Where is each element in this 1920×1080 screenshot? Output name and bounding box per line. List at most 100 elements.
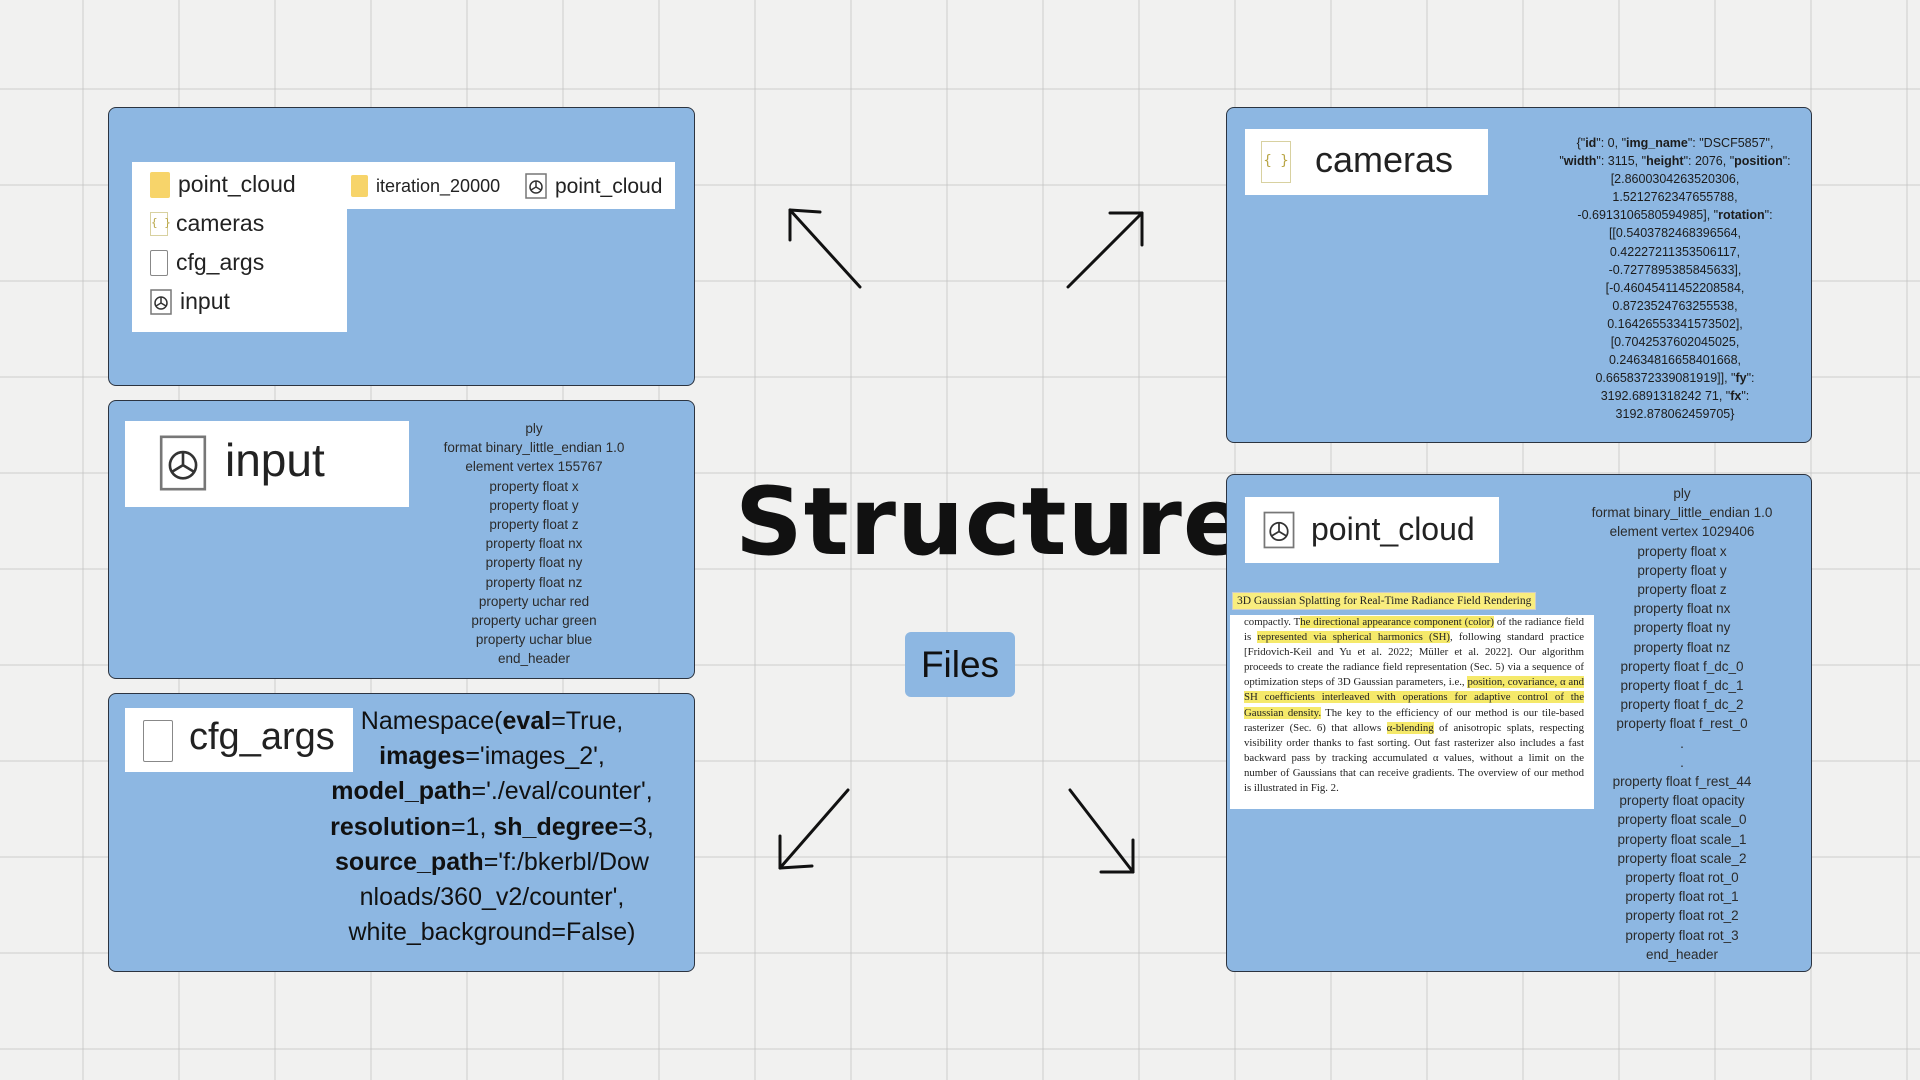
value-text: 0.24634816658401668, — [1608, 353, 1742, 368]
value-text: =True, — [551, 707, 624, 735]
key-text: id — [1585, 136, 1597, 150]
arrow-down-right-icon — [1068, 788, 1135, 874]
key-text: position — [1734, 154, 1783, 169]
json-file-icon: { } — [1261, 141, 1291, 183]
header-line: format binary_little_endian 1.0 — [443, 440, 625, 456]
value-text: 0.42227211353506117, — [1609, 244, 1741, 259]
paper-text: The key to the efficiency of our method … — [1244, 706, 1584, 734]
paper-text: compactly. T — [1244, 616, 1301, 628]
header-line: property float f_rest_0 — [1616, 716, 1748, 732]
header-line: property uchar red — [478, 593, 590, 609]
file-icon — [143, 720, 173, 762]
input-file-badge: input — [125, 421, 409, 507]
folder-icon — [150, 171, 170, 198]
header-line: end_header — [1645, 946, 1719, 962]
key-text: sh_degree — [493, 812, 619, 841]
cfg-args-file-label: cfg_args — [189, 716, 335, 758]
files-label: Files — [905, 632, 1015, 697]
header-line: property float f_dc_0 — [1620, 658, 1744, 674]
key-text: fx — [1730, 389, 1742, 404]
key-text: eval — [502, 707, 552, 735]
header-line: property float nx — [1633, 601, 1731, 617]
cfg-args-file-badge: cfg_args — [125, 708, 353, 772]
point-cloud-file-label: point_cloud — [1311, 511, 1475, 547]
header-line: element vertex 155767 — [465, 459, 603, 475]
key-text: source_path — [335, 847, 484, 876]
cameras-panel: { } cameras {"id": 0, "img_name": "DSCF5… — [1226, 107, 1812, 443]
arrow-up-right-icon — [1066, 211, 1144, 289]
value-text: Namespace( — [360, 707, 503, 735]
header-line: property float rot_2 — [1625, 908, 1739, 924]
tree-item-cfg-args[interactable]: cfg_args — [150, 242, 347, 281]
value-text: ": "DSCF5857", — [1687, 136, 1774, 150]
header-line: property uchar green — [471, 613, 597, 629]
value-text: ": — [1764, 208, 1773, 223]
value-text: 3192.6891318242 71, " — [1600, 389, 1731, 404]
file-icon — [150, 249, 168, 276]
3d-model-icon — [150, 289, 172, 315]
3d-model-icon — [159, 435, 207, 491]
tree-item-iteration[interactable]: iteration_20000 — [347, 162, 515, 205]
header-line: ply — [525, 421, 543, 436]
header-line: property float y — [489, 497, 579, 513]
header-line: property float x — [489, 478, 579, 494]
value-text: [-0.46045411452208584, — [1605, 280, 1745, 295]
value-text: 3192.878062459705} — [1615, 407, 1735, 422]
paper-text: , following standard practice [Fridovich… — [1244, 631, 1584, 689]
value-text: [0.7042537602045025, — [1610, 335, 1740, 350]
tree-item-input[interactable]: input — [150, 281, 347, 320]
json-file-icon: { } — [150, 211, 171, 236]
header-line: end_header — [497, 651, 571, 667]
cameras-file-label: cameras — [1315, 139, 1454, 180]
value-text: 0.16426553341573502], — [1607, 316, 1743, 331]
paper-excerpt: compactly. The directional appearance co… — [1230, 615, 1594, 809]
value-text: " — [1559, 154, 1564, 169]
key-text: height — [1646, 154, 1684, 169]
value-text: =3, — [618, 812, 654, 841]
header-line: property float rot_3 — [1625, 927, 1739, 943]
value-text: nloads/360_v2/counter', — [359, 883, 625, 912]
tree-item-cameras[interactable]: { }cameras — [150, 210, 265, 237]
value-text: ": — [1741, 389, 1750, 404]
header-line: . — [1680, 735, 1684, 751]
header-line: property float ny — [1633, 620, 1731, 636]
header-line: property float y — [1637, 562, 1727, 578]
highlighted-text: he directional appearance component (col… — [1300, 616, 1494, 628]
header-line: property float nx — [485, 536, 583, 552]
header-line: property float z — [489, 517, 579, 533]
highlighted-text: represented via spherical harmonics (SH) — [1257, 631, 1451, 644]
header-line: property float f_dc_2 — [1620, 697, 1744, 713]
value-text: white_background=False) — [348, 918, 636, 947]
header-line: property float opacity — [1619, 793, 1745, 809]
value-text: {" — [1576, 136, 1586, 150]
highlighted-text: α-blending — [1386, 721, 1434, 734]
value-text: 0.6658372339081919]], " — [1595, 371, 1736, 386]
key-text: rotation — [1718, 208, 1765, 223]
value-text: [2.8600304263520306, — [1610, 172, 1740, 187]
key-text: width — [1563, 154, 1597, 169]
tree-item-point-cloud-ply[interactable]: point_cloud — [515, 162, 675, 205]
cfg-args-content: Namespace(eval=True,images='images_2',mo… — [307, 704, 677, 950]
tree-item-point-cloud[interactable]: point_cloud — [150, 164, 347, 203]
cameras-file-badge: { } cameras — [1245, 129, 1488, 195]
value-text: ": — [1782, 154, 1791, 169]
header-line: . — [1680, 754, 1684, 770]
folder-icon — [351, 175, 368, 198]
tree-column-iteration: iteration_20000 — [347, 162, 515, 209]
value-text: =1, — [450, 812, 494, 841]
value-text: 1.5212762347655788, — [1612, 190, 1738, 205]
key-text: images — [379, 742, 466, 771]
paper-text: of anisotropic splats, respecting visibi… — [1244, 721, 1584, 795]
header-line: format binary_little_endian 1.0 — [1591, 505, 1773, 521]
arrow-down-left-icon — [778, 788, 850, 870]
header-line: property float f_dc_1 — [1620, 678, 1744, 694]
header-line: property float scale_2 — [1617, 850, 1747, 866]
key-text: resolution — [330, 812, 451, 841]
header-line: property float rot_1 — [1625, 889, 1739, 905]
page-title: Structure — [735, 468, 1248, 577]
value-text: ": — [1746, 371, 1755, 386]
header-line: property float ny — [485, 555, 583, 571]
header-line: property uchar blue — [475, 632, 593, 648]
file-tree-panel: point_cloud { }cameras cfg_args input it… — [108, 107, 695, 386]
